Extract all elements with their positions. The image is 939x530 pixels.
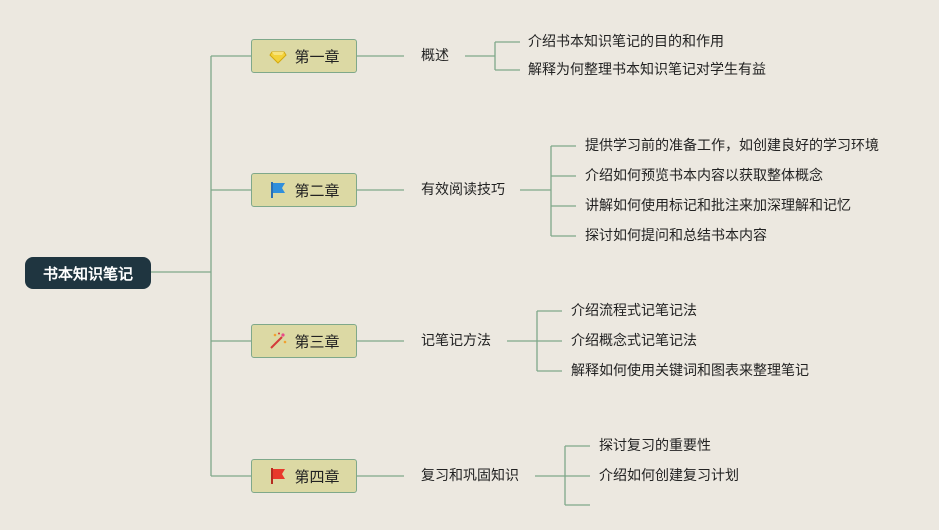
detail-2-4[interactable]: 探讨如何提问和总结书本内容 [585, 228, 767, 244]
detail-4-2[interactable]: 介绍如何创建复习计划 [599, 468, 739, 484]
red-flag-icon [271, 468, 286, 484]
chapter-label-3: 第三章 [294, 332, 340, 351]
chapter-label-2: 第二章 [294, 181, 340, 200]
detail-2-1[interactable]: 提供学习前的准备工作，如创建良好的学习环境 [585, 138, 879, 154]
topic-3[interactable]: 记笔记方法 [421, 333, 491, 349]
topic-4[interactable]: 复习和巩固知识 [421, 468, 519, 484]
chapter-node-1[interactable]: 第一章 [251, 39, 357, 73]
detail-3-1[interactable]: 介绍流程式记笔记法 [571, 303, 697, 319]
detail-3-2[interactable]: 介绍概念式记笔记法 [571, 333, 697, 349]
topic-2[interactable]: 有效阅读技巧 [421, 182, 505, 198]
chapter-label-1: 第一章 [294, 47, 340, 66]
root-node[interactable]: 书本知识笔记 [25, 257, 151, 289]
chapter-label-4: 第四章 [294, 467, 340, 486]
detail-1-1[interactable]: 介绍书本知识笔记的目的和作用 [528, 34, 724, 50]
detail-3-3[interactable]: 解释如何使用关键词和图表来整理笔记 [571, 363, 809, 379]
topic-1[interactable]: 概述 [421, 48, 449, 64]
blue-flag-icon [271, 182, 286, 198]
diamond-icon [269, 51, 288, 64]
detail-1-2[interactable]: 解释为何整理书本知识笔记对学生有益 [528, 62, 766, 78]
sparkle-icon [270, 332, 287, 349]
chapter-node-3[interactable]: 第三章 [251, 324, 357, 358]
chapter-node-2[interactable]: 第二章 [251, 173, 357, 207]
chapter-node-4[interactable]: 第四章 [251, 459, 357, 493]
root-label: 书本知识笔记 [42, 264, 133, 283]
detail-2-3[interactable]: 讲解如何使用标记和批注来加深理解和记忆 [585, 198, 851, 214]
detail-2-2[interactable]: 介绍如何预览书本内容以获取整体概念 [585, 168, 823, 184]
detail-4-1[interactable]: 探讨复习的重要性 [599, 438, 711, 454]
